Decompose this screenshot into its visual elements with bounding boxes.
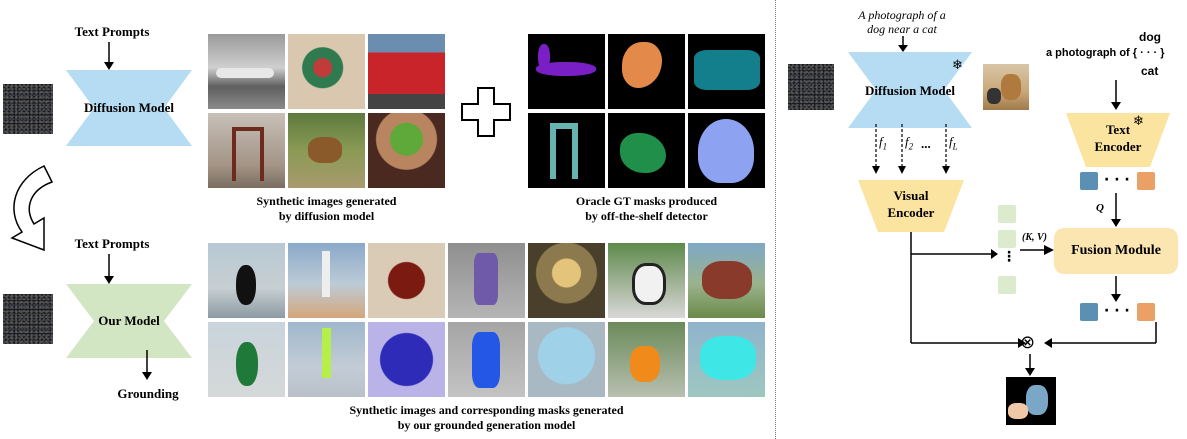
text-encoder-line1: Text [1105, 122, 1131, 137]
grounding-label: Grounding [117, 386, 179, 401]
diffusion-model-shape [66, 70, 192, 146]
word-cat: cat [1141, 64, 1159, 78]
arrow-prompts-to-diffusion [104, 42, 114, 70]
oracle-mask-plant [688, 113, 765, 188]
diffusion-model-label: Diffusion Model [84, 100, 174, 115]
generated-mask-robot [448, 322, 525, 397]
prompt-line2: dog near a cat [867, 22, 937, 36]
plus-icon [461, 87, 511, 137]
synthetic-caption-line2: by diffusion model [278, 209, 375, 223]
synthetic-image-airplane [208, 34, 285, 109]
arrow-otimes-to-mask [1025, 354, 1035, 376]
curved-arrow-icon [10, 165, 54, 252]
oracle-mask-dog [608, 113, 685, 188]
visual-token-dots: ⋮ [1002, 249, 1016, 265]
oracle-caption-line2: by off-the-shelf detector [585, 209, 708, 223]
top-text-prompts-label: Text Prompts [74, 24, 150, 39]
feature-fL-label: fL [949, 134, 958, 152]
arrow-query [1111, 193, 1121, 227]
panel-divider [775, 0, 776, 439]
bottom-caption-line1: Synthetic images and corresponding masks… [349, 403, 624, 417]
feature-f2-label: f2 [905, 134, 914, 152]
generated-image-penguin [208, 243, 285, 318]
right-diffusion-model-shape [848, 52, 972, 128]
word-dog: dog [1139, 30, 1161, 44]
synthetic-caption-line1: Synthetic images generated [256, 194, 397, 208]
arrow-template-to-text-encoder [1111, 80, 1121, 110]
output-token-orange [1137, 303, 1155, 321]
snowflake-icon-diffusion: ❄ [952, 58, 963, 73]
synthetic-image-dog [288, 113, 365, 188]
visual-encoder-shape [858, 180, 964, 232]
noise-input-right [788, 64, 834, 110]
arrow-prompts-to-our-model [104, 254, 114, 284]
generated-image-dog-cat [983, 64, 1029, 110]
generated-mask-rocket [288, 322, 365, 397]
visual-encoder-line1: Visual [893, 188, 929, 203]
text-token-blue [1080, 172, 1098, 190]
feature-arrows [872, 124, 950, 174]
arrow-fusion-to-tokens [1111, 276, 1121, 302]
synthetic-image-bus [368, 34, 445, 109]
feature-f1-label: f1 [879, 134, 888, 152]
generated-image-robot [448, 243, 525, 318]
generated-mask-penguin [208, 322, 285, 397]
query-label: Q [1096, 202, 1104, 214]
output-token-blue [1080, 303, 1098, 321]
generated-image-panda [608, 243, 685, 318]
fusion-module: Fusion Module [1054, 228, 1178, 274]
oracle-mask-bus [688, 34, 765, 109]
feature-dots: ... [921, 136, 931, 151]
our-model-shape [66, 284, 192, 358]
generated-mask-dinosaur [688, 322, 765, 397]
visual-token-1 [998, 205, 1016, 223]
oracle-mask-chair [528, 113, 605, 188]
oracle-mask-bird [608, 34, 685, 109]
text-encoder-shape [1066, 113, 1170, 167]
generated-image-rocket [288, 243, 365, 318]
bottom-text-prompts-label: Text Prompts [74, 236, 150, 251]
generated-image-dinosaur [688, 243, 765, 318]
synthetic-image-chair [208, 113, 285, 188]
generated-image-statue [528, 243, 605, 318]
text-token-orange [1137, 172, 1155, 190]
template-text: a photograph of { · · · } [1046, 47, 1165, 59]
visual-token-3 [998, 276, 1016, 294]
oracle-caption-line1: Oracle GT masks produced [575, 194, 718, 208]
arrow-key-value [1020, 245, 1054, 255]
arrow-our-model-to-grounding [142, 350, 152, 380]
output-token-dots: · · · [1104, 303, 1130, 319]
snowflake-icon-text-encoder: ❄ [1133, 114, 1144, 129]
prompt-line1: A photograph of a [858, 8, 946, 22]
generated-mask-panda [608, 322, 685, 397]
oracle-mask-airplane [528, 34, 605, 109]
generated-image-dragon [368, 243, 445, 318]
visual-encoder-line2: Encoder [887, 205, 935, 220]
tokens-to-otimes-connection [1044, 322, 1157, 348]
right-diffusion-model-label: Diffusion Model [865, 83, 955, 98]
noise-input-top [3, 84, 53, 134]
text-encoder-line2: Encoder [1094, 139, 1142, 154]
multiply-operator: ⊗ [1020, 332, 1036, 353]
noise-input-bottom [3, 294, 53, 344]
visual-encoder-connections [910, 232, 1026, 348]
synthetic-image-bird [288, 34, 365, 109]
generated-mask-dragon [368, 322, 445, 397]
arrow-prompt-to-diffusion [898, 36, 908, 52]
generated-mask-statue [528, 322, 605, 397]
our-model-label: Our Model [98, 313, 160, 328]
key-value-label: (K, V) [1022, 232, 1047, 243]
output-mask-image [1006, 377, 1056, 425]
synthetic-image-plant [368, 113, 445, 188]
visual-token-2 [998, 230, 1016, 248]
text-token-dots: · · · [1104, 172, 1130, 188]
bottom-caption-line2: by our grounded generation model [397, 418, 576, 432]
